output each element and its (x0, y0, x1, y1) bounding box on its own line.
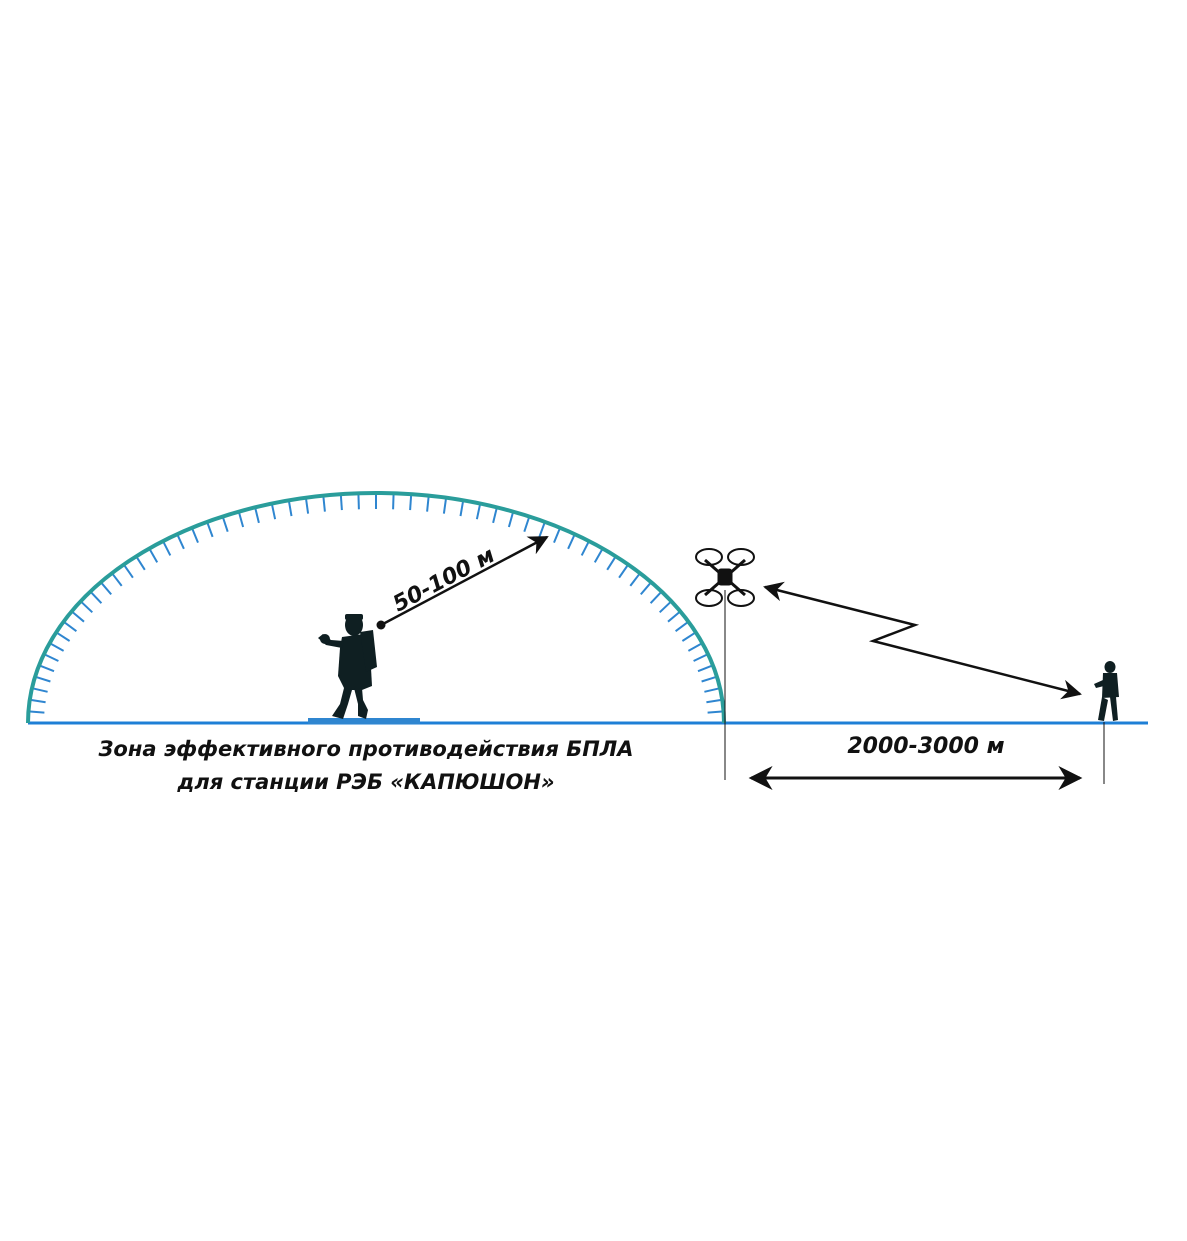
dome-tick (206, 521, 214, 538)
dome-tick (89, 590, 103, 604)
caption-line-2: для станции РЭБ «КАПЮШОН» (176, 770, 554, 794)
dome-tick (162, 540, 172, 556)
dome-tick (538, 521, 546, 538)
radius-label: 50-100 м (389, 543, 499, 617)
dome-tick (111, 572, 123, 587)
dome-tick (80, 600, 93, 614)
dome-tick (63, 620, 77, 633)
dome-tick (148, 548, 159, 563)
dome-tick (681, 631, 697, 642)
dome-tick (28, 710, 45, 714)
dome-tick (701, 675, 718, 683)
dome-tick (553, 527, 562, 543)
dome-tick (475, 503, 482, 520)
dome-tick (606, 555, 617, 571)
dome-tick (707, 710, 724, 714)
dome-tick (567, 533, 576, 550)
dome-tick (640, 581, 652, 596)
dome-tick (593, 548, 604, 563)
dome-tick (580, 540, 590, 556)
dome-tick (659, 600, 672, 614)
dome-tick (221, 516, 229, 533)
caption-line-1: Зона эффективного противодействия БПЛА (98, 737, 634, 761)
dome-tick (304, 497, 310, 514)
dome-tick (704, 687, 721, 693)
dome-tick (34, 675, 51, 683)
protection-dome-arc (26, 491, 726, 724)
dome-tick (38, 664, 55, 673)
person-silhouette-icon (1094, 661, 1119, 721)
distance-label: 2000-3000 м (847, 734, 1004, 759)
dome-tick (357, 493, 360, 510)
dome-tick (523, 516, 531, 533)
quadcopter-icon (695, 548, 755, 607)
dome-tick (392, 493, 395, 510)
dome-tick (667, 610, 681, 623)
dome-tick (687, 642, 703, 652)
dome-tick (237, 511, 245, 528)
dome-tick (409, 494, 413, 511)
dome-tick (176, 533, 185, 550)
dome-tick (649, 590, 663, 604)
dome-tick (675, 620, 689, 633)
dome-tick (55, 631, 71, 642)
dome-tick (693, 653, 709, 662)
dome-tick (29, 698, 46, 704)
dome-ticks (28, 493, 724, 714)
dome-tick (492, 507, 498, 524)
dome-tick (43, 653, 59, 662)
dome-tick (135, 555, 146, 571)
dome-tick (100, 581, 112, 596)
dome-tick (339, 494, 343, 511)
dome-tick (287, 500, 293, 517)
dome-tick (459, 500, 465, 517)
radius-arrow (380, 535, 549, 627)
dome-tick (254, 507, 260, 524)
dome-tick (49, 642, 65, 652)
soldier-with-backpack-icon (318, 614, 377, 719)
dome-tick (706, 698, 723, 704)
dome-tick (618, 563, 630, 579)
dome-tick (71, 610, 85, 623)
dome-tick (270, 503, 277, 520)
soldier-ground-patch (308, 718, 420, 724)
dome-tick (697, 664, 714, 673)
dome-tick (322, 495, 326, 512)
dome-tick (426, 495, 430, 512)
control-link-signal (763, 581, 1082, 700)
dome-tick (190, 527, 199, 543)
dome-tick (122, 563, 134, 579)
dome-tick (442, 497, 448, 514)
dome-tick (629, 572, 641, 587)
dome-tick (31, 687, 48, 693)
dome-tick (507, 511, 515, 528)
